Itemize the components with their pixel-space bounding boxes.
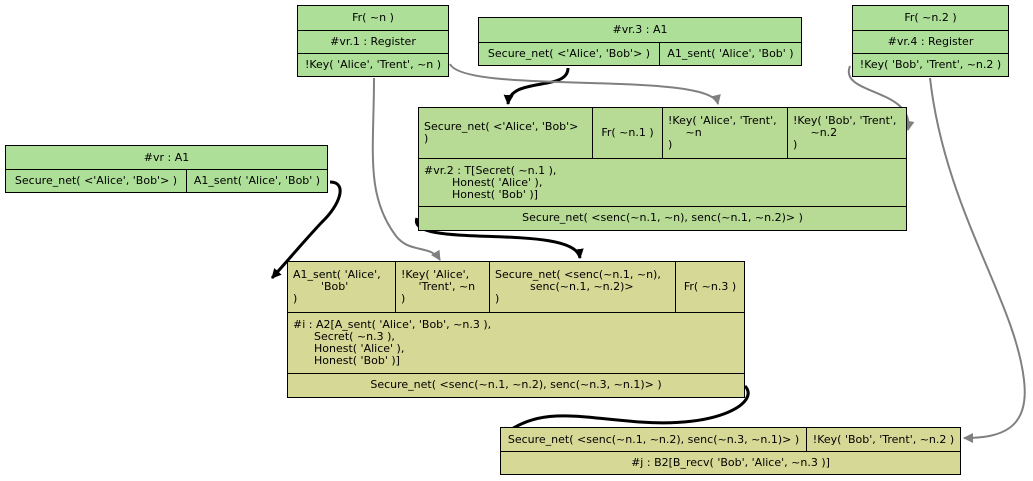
premise-secure-net: Secure_net( <senc(~n.1, ~n), senc(~n.1, …: [489, 262, 675, 312]
edge-i-conclusion-to-j: [501, 384, 750, 438]
edge-fr-n-to-i-key: [371, 77, 441, 261]
premise-key-alice: !Key( 'Alice', 'Trent', ~n ): [395, 262, 489, 312]
fact-fr-n2: Fr( ~n.2 ): [904, 11, 957, 24]
premise-a1-sent: A1_sent( 'Alice', 'Bob' ): [293, 268, 381, 305]
node-a1-vr3[interactable]: #vr.3 : A1 Secure_net( <'Alice', 'Bob'> …: [478, 17, 802, 66]
rule-label-vr1: #vr.1 : Register: [330, 35, 416, 48]
premise-key-bob: !Key( 'Bob', 'Trent', ~n.2 ): [806, 428, 960, 451]
rule-label-j: #j : B2[B_recv( 'Bob', 'Alice', ~n.3 )]: [631, 456, 830, 469]
node-b2-j[interactable]: Secure_net( <senc(~n.1, ~n.2), senc(~n.3…: [500, 427, 961, 475]
rule-label-vr: #vr : A1: [143, 150, 190, 164]
node-register-vr4[interactable]: Fr( ~n.2 ) #vr.4 : Register !Key( 'Bob',…: [852, 5, 1009, 77]
premise-key-alice: !Key( 'Alice', 'Trent', ~n ): [662, 108, 787, 158]
rule-label-vr2: #vr.2 : T[Secret( ~n.1 ), Honest( 'Alice…: [424, 163, 557, 201]
node-register-vr1[interactable]: Fr( ~n ) #vr.1 : Register !Key( 'Alice',…: [297, 5, 449, 77]
node-trent-vr2[interactable]: Secure_net( <'Alice', 'Bob'> ) Fr( ~n.1 …: [418, 107, 907, 231]
premise-secure-net: Secure_net( <senc(~n.1, ~n.2), senc(~n.3…: [507, 432, 800, 446]
edge-fr-n-key-to-vr2: [449, 63, 721, 105]
premise-fr-n1: Fr( ~n.1 ): [592, 108, 662, 158]
conclusion-secure-net: Secure_net( <senc(~n.1, ~n.2), senc(~n.3…: [370, 378, 662, 391]
rule-label-vr4: #vr.4 : Register: [887, 35, 974, 48]
edge-vr-sent-to-i: [270, 180, 342, 280]
rule-label-vr3: #vr.3 : A1: [612, 23, 668, 36]
premise-key-bob: !Key( 'Bob', 'Trent', ~n.2 ): [787, 108, 906, 158]
premise-fr-n3: Fr( ~n.3 ): [675, 262, 744, 312]
fact-fr-n: Fr( ~n ): [352, 11, 394, 24]
fact-a1-sent: A1_sent( 'Alice', 'Bob' ): [659, 43, 801, 65]
fact-secure-net: Secure_net( <'Alice', 'Bob'> ): [14, 174, 178, 187]
fact-key-bob: !Key( 'Bob', 'Trent', ~n.2 ): [859, 58, 1002, 71]
node-a1-vr[interactable]: #vr : A1 Secure_net( <'Alice', 'Bob'> ) …: [5, 145, 328, 193]
edge-fr-n2-key-to-vr2: [847, 65, 915, 131]
edge-fr-n2-to-j-key: [929, 77, 1026, 443]
edge-vr3-secure-to-vr2: [503, 67, 570, 105]
fact-a1-sent: A1_sent( 'Alice', 'Bob' ): [186, 170, 327, 192]
node-a2-i[interactable]: A1_sent( 'Alice', 'Bob' ) !Key( 'Alice',…: [287, 261, 745, 398]
fact-secure-net: Secure_net( <'Alice', 'Bob'> ): [487, 47, 651, 60]
premise-secure-net: Secure_net( <'Alice', 'Bob'> ): [424, 120, 579, 145]
rule-label-i: #i : A2[A_sent( 'Alice', 'Bob', ~n.3 ), …: [293, 318, 492, 367]
conclusion-secure-net: Secure_net( <senc(~n.1, ~n), senc(~n.1, …: [522, 211, 803, 224]
fact-key-alice: !Key( 'Alice', 'Trent', ~n ): [304, 58, 442, 71]
